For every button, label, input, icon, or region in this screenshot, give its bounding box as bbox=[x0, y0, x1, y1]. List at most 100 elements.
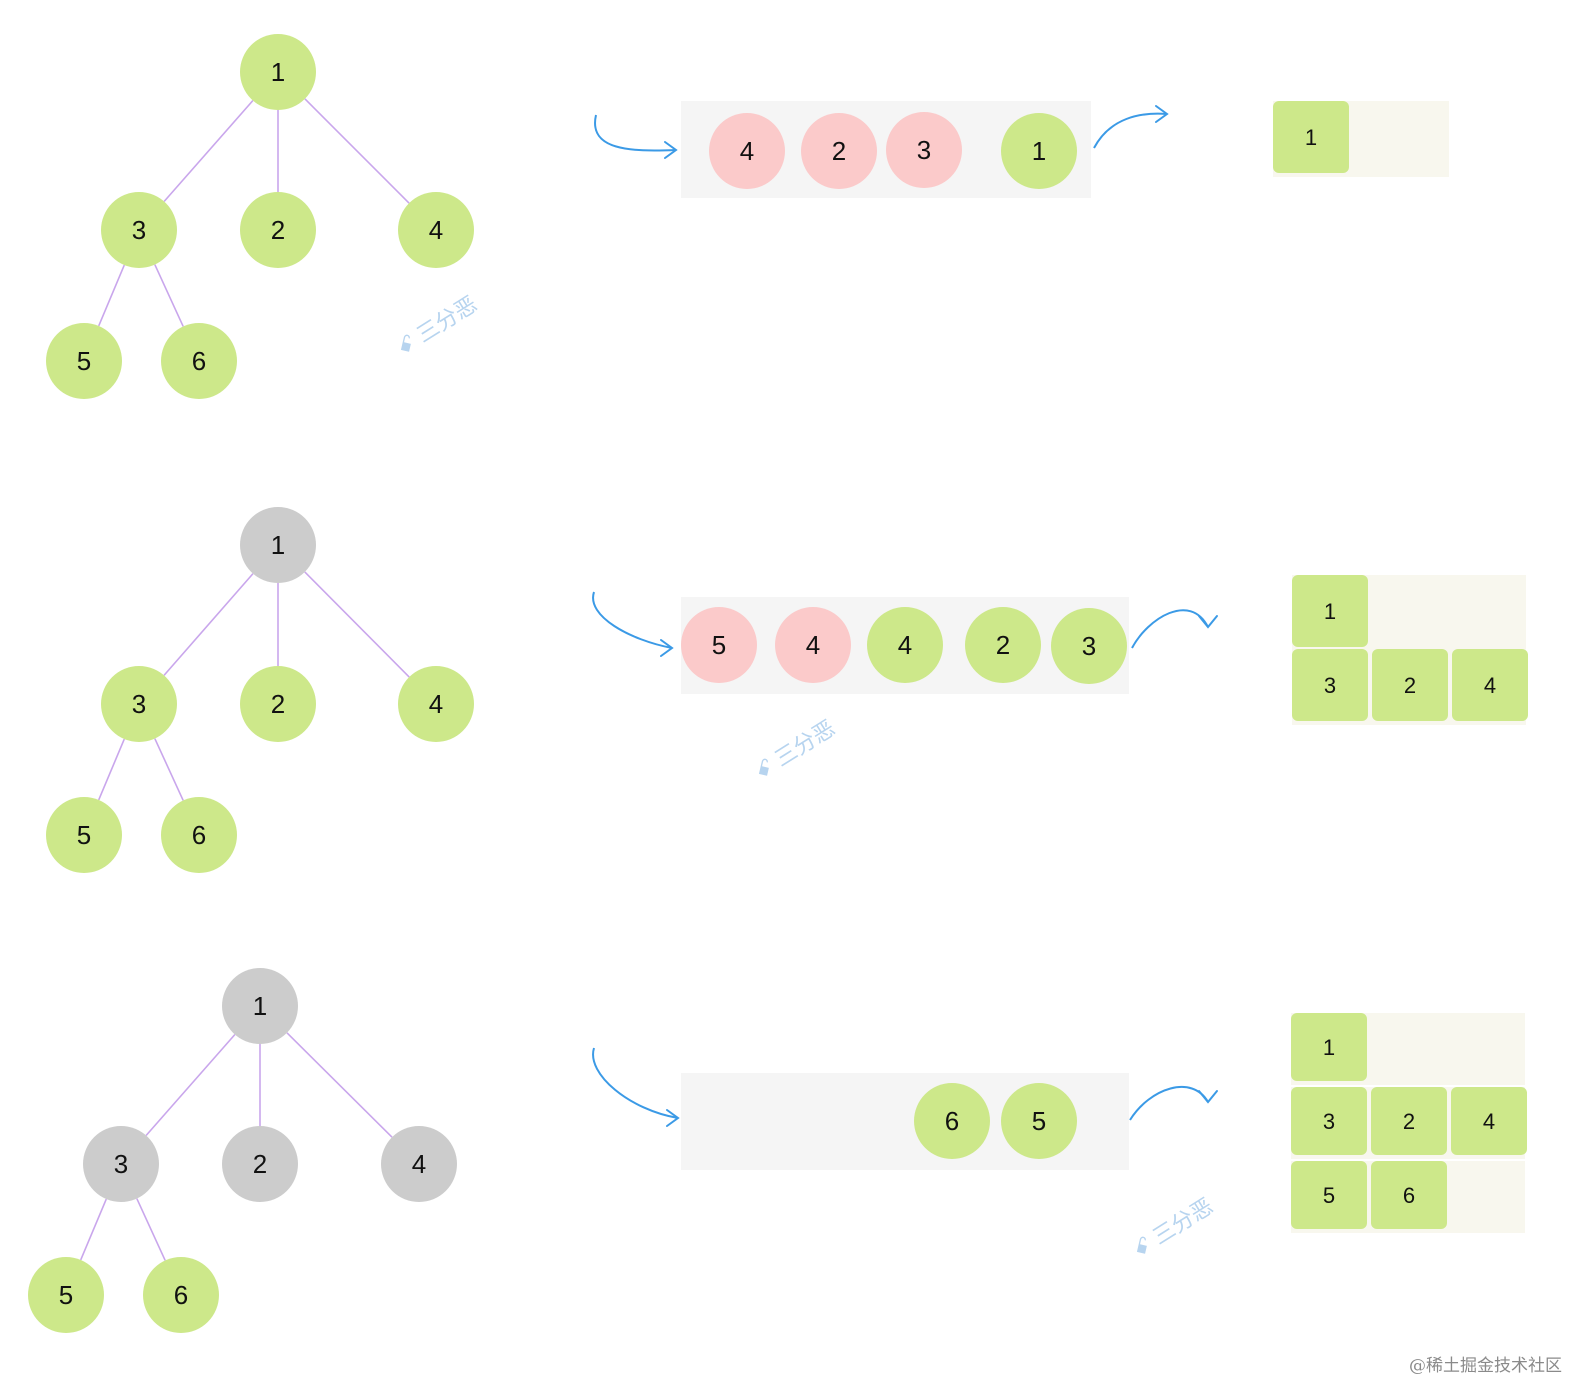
tree-node-4: 4 bbox=[381, 1126, 457, 1202]
result-cell-box bbox=[1452, 649, 1528, 721]
tree-node-6-label: 6 bbox=[192, 346, 206, 376]
result-cell-label: 3 bbox=[1324, 673, 1336, 698]
site-credit: @稀土掘金技术社区 bbox=[1409, 1356, 1562, 1376]
tree-node-3-label: 3 bbox=[114, 1149, 128, 1179]
queue-item-3: 3 bbox=[886, 112, 962, 188]
tree-node-6: 6 bbox=[143, 1257, 219, 1333]
queue-item-6: 6 bbox=[914, 1083, 990, 1159]
queue-item-4-circle bbox=[775, 607, 851, 683]
tree-node-4: 4 bbox=[398, 192, 474, 268]
tree-node-4-label: 4 bbox=[429, 689, 443, 719]
tree-edge-n3-n6 bbox=[154, 264, 184, 327]
queue-item-1-circle bbox=[1001, 113, 1077, 189]
queue-item-4: 4 bbox=[709, 113, 785, 189]
tree-node-5: 5 bbox=[46, 797, 122, 873]
queue-item-4-label: 4 bbox=[740, 136, 754, 166]
queue-item-4-circle bbox=[709, 113, 785, 189]
queue-item-3-label: 3 bbox=[1082, 631, 1096, 661]
queue-item-5: 5 bbox=[1001, 1083, 1077, 1159]
result-cell-2: 2 bbox=[1372, 649, 1448, 721]
arrow-head bbox=[664, 141, 678, 159]
tree-node-3-label: 3 bbox=[132, 689, 146, 719]
result-cell-label: 2 bbox=[1403, 1109, 1415, 1134]
tree-node-1-circle bbox=[222, 968, 298, 1044]
queue-item-2-label: 2 bbox=[832, 136, 846, 166]
tree-edge-n3-n6 bbox=[154, 738, 184, 801]
result-cell-label: 4 bbox=[1483, 1109, 1495, 1134]
tree-node-5-circle bbox=[46, 323, 122, 399]
tree-node-1: 1 bbox=[240, 34, 316, 110]
tree-node-2: 2 bbox=[240, 192, 316, 268]
tree-edge-n1-n3 bbox=[145, 1034, 236, 1136]
result-cell-1: 1 bbox=[1291, 1013, 1367, 1081]
tree-node-4-label: 4 bbox=[412, 1149, 426, 1179]
result-cell-box bbox=[1451, 1087, 1527, 1155]
queue-item-1-label: 1 bbox=[1032, 136, 1046, 166]
tree-node-4-circle bbox=[381, 1126, 457, 1202]
queue: 4 2 3 1 bbox=[681, 101, 1091, 198]
result-cell-box bbox=[1292, 649, 1368, 721]
tree-node-6-label: 6 bbox=[174, 1280, 188, 1310]
tree-node-5: 5 bbox=[46, 323, 122, 399]
tree-node-3-label: 3 bbox=[132, 215, 146, 245]
queue-item-4-label: 4 bbox=[806, 630, 820, 660]
dequeue-arrow bbox=[1129, 1085, 1209, 1121]
tree-node-5-label: 5 bbox=[77, 820, 91, 850]
result-cell-box bbox=[1273, 101, 1349, 173]
result-cell-3: 3 bbox=[1292, 649, 1368, 721]
tree-node-1-label: 1 bbox=[271, 57, 285, 87]
result-cell-box bbox=[1371, 1161, 1447, 1229]
result-cell-box bbox=[1291, 1087, 1367, 1155]
result-cell-1: 1 bbox=[1292, 575, 1368, 647]
tree-node-1: 1 bbox=[222, 968, 298, 1044]
result-cell-label: 1 bbox=[1323, 1035, 1335, 1060]
queue-item-4-circle bbox=[867, 607, 943, 683]
queue-item-4: 4 bbox=[775, 607, 851, 683]
queue-item-5-circle bbox=[1001, 1083, 1077, 1159]
flow-arrows bbox=[592, 591, 1218, 657]
dequeue-arrow bbox=[1093, 112, 1168, 149]
arrow-head bbox=[1198, 615, 1218, 629]
enqueue-arrow bbox=[594, 114, 677, 152]
queue-item-3-label: 3 bbox=[917, 135, 931, 165]
tree-node-3: 3 bbox=[83, 1126, 159, 1202]
tree-node-5: 5 bbox=[28, 1257, 104, 1333]
tree-node-6: 6 bbox=[161, 797, 237, 873]
queue-item-5-label: 5 bbox=[1032, 1106, 1046, 1136]
tree-node-2-label: 2 bbox=[271, 215, 285, 245]
tree-node-2-label: 2 bbox=[271, 689, 285, 719]
result-cell-3: 3 bbox=[1291, 1087, 1367, 1155]
result-cell-box bbox=[1371, 1087, 1447, 1155]
queue-item-6-circle bbox=[914, 1083, 990, 1159]
tree-node-4: 4 bbox=[398, 666, 474, 742]
tree-node-3-circle bbox=[83, 1126, 159, 1202]
tree-node-4-label: 4 bbox=[429, 215, 443, 245]
result-cell-4: 4 bbox=[1452, 649, 1528, 721]
result-cell-label: 1 bbox=[1324, 599, 1336, 624]
tree-node-2: 2 bbox=[240, 666, 316, 742]
queue-item-2: 2 bbox=[965, 607, 1041, 683]
tree-node-5-circle bbox=[46, 797, 122, 873]
tree-node-2-label: 2 bbox=[253, 1149, 267, 1179]
flow-arrows bbox=[594, 105, 1169, 159]
tree-node-6-circle bbox=[161, 797, 237, 873]
enqueue-arrow bbox=[592, 591, 673, 649]
tree-node-4-circle bbox=[398, 192, 474, 268]
result-table: 1 bbox=[1273, 101, 1449, 177]
bfs-step-1: 1 3 2 4 5 6 4 2 3 1 1 bbox=[46, 34, 1449, 399]
tree-node-1-label: 1 bbox=[253, 991, 267, 1021]
arrow-head bbox=[1198, 1090, 1218, 1104]
flow-arrows bbox=[592, 1047, 1218, 1127]
queue-item-5: 5 bbox=[681, 607, 757, 683]
tree-node-3-circle bbox=[101, 192, 177, 268]
tree-edge-n3-n5 bbox=[79, 1198, 108, 1261]
tree: 1 3 2 4 5 6 bbox=[28, 968, 457, 1333]
enqueue-arrow bbox=[592, 1047, 679, 1119]
queue-item-2-label: 2 bbox=[996, 630, 1010, 660]
result-cell-label: 5 bbox=[1323, 1183, 1335, 1208]
